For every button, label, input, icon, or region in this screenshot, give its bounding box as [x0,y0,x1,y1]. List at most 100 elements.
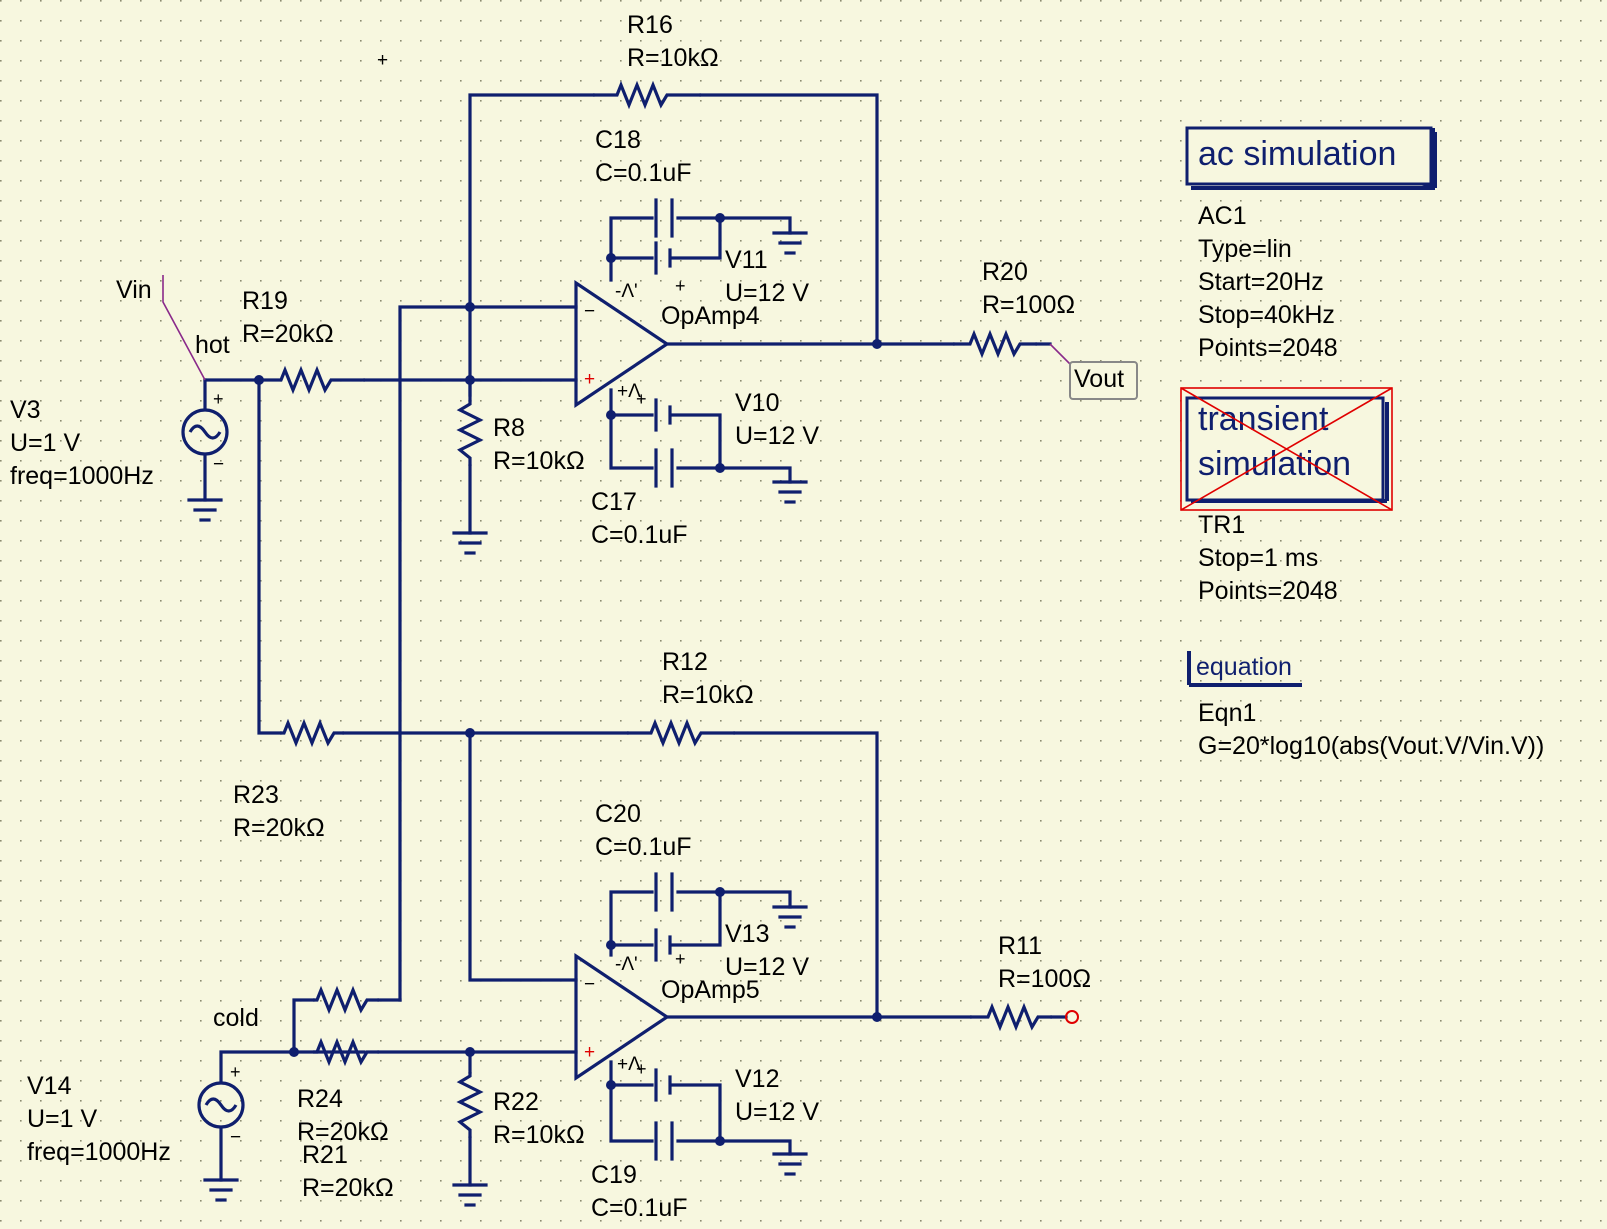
label-v3-value: U=1 V [10,429,81,457]
label-r11-value: R=100Ω [998,965,1091,993]
tr-disabled-cross-2 [1180,387,1393,511]
resistor-r19 [259,365,365,395]
wire-c20-left [609,890,654,957]
ac-sim-id: AC1 [1198,202,1247,230]
v12-plus-sign: + [636,1059,647,1079]
dc-sources [654,241,672,1102]
label-r12-name: R12 [662,648,708,676]
wire-opamp5-minus [468,731,578,982]
label-r24-name: R24 [297,1085,343,1113]
tr-disabled-frame [1180,387,1393,511]
v3-sine-icon [188,424,222,440]
wires [203,93,1068,1187]
label-c19-value: C=0.1uF [591,1194,688,1222]
vout-label-box [1069,361,1138,400]
opamp5-minus-sign: − [584,974,595,995]
ground-icon [187,498,223,522]
ground-icon [772,231,808,255]
label-c17-name: C17 [591,488,637,516]
wire-v12-right [670,1083,722,1143]
label-v3-name: V3 [10,396,41,424]
resistor-r16 [593,80,701,110]
label-v10-name: V10 [735,389,779,417]
v3-ac-source[interactable] [181,408,229,456]
net-label-cold[interactable]: cold [213,1004,259,1032]
capacitors [654,198,674,1161]
eqn-title: equation [1196,653,1292,681]
v14-sine-icon [204,1097,238,1113]
net-label-vin[interactable]: Vin [116,276,152,304]
label-r21-name: R21 [302,1141,348,1169]
ground-icon [772,480,808,504]
ground-icon [772,1152,808,1176]
ground-icon [203,1178,239,1202]
label-r12-value: R=10kΩ [662,681,754,709]
ground-icon [772,905,808,929]
label-c18-value: C=0.1uF [595,159,692,187]
resistor-r20 [953,329,1037,359]
wire-opamp4-minus [398,305,578,1002]
label-r19-name: R19 [242,287,288,315]
label-v14-freq: freq=1000Hz [27,1138,171,1166]
equation-block[interactable]: equation Eqn1 G=20*log10(abs(Vout.V/Vin.… [1187,651,1544,760]
label-v12-value: U=12 V [735,1098,819,1126]
ground-icon [452,531,488,555]
component-labels: R16 R=10kΩ C18 C=0.1uF V11 U=12 V OpAmp4… [10,11,1091,1222]
ac-sim-start: Start=20Hz [1198,268,1324,296]
junctions [254,213,882,1146]
resistor-r11 [970,1002,1052,1032]
label-r11-name: R11 [998,932,1042,960]
ac-sim-type: Type=lin [1198,235,1292,263]
net-label-hot[interactable]: hot [195,331,230,359]
ac-simulation-block[interactable]: ac simulation AC1 Type=lin Start=20Hz St… [1185,126,1437,362]
label-v12-name: V12 [735,1065,779,1093]
label-v14-name: V14 [27,1072,72,1100]
v10-plus-sign: + [636,389,647,409]
opamp4-symbol[interactable] [574,280,670,408]
vout-label-wire [1049,343,1071,365]
ac-sim-stop: Stop=40kHz [1198,301,1335,329]
vin-label-wire [162,275,206,381]
label-r23-value: R=20kΩ [233,814,325,842]
label-r20-value: R=100Ω [982,291,1075,319]
label-r22-value: R=10kΩ [493,1121,585,1149]
label-r23-name: R23 [233,781,279,809]
label-r8-name: R8 [493,414,525,442]
wire-r24-left [292,998,315,1054]
tr-sim-title-line1: transient [1198,400,1329,438]
label-c18-name: C18 [595,126,641,154]
label-c19-name: C19 [591,1161,637,1189]
label-r16-name: R16 [627,11,673,39]
cursor-crosshair-icon: + [377,50,388,71]
v3-minus-sign: − [213,454,224,475]
r11-open-port[interactable] [1065,1010,1079,1024]
opamp4-supply-minus-pin: -Λ' [615,281,638,302]
resistor-r8 [456,400,484,466]
eqn-id: Eqn1 [1198,699,1256,727]
tr-sim-id: TR1 [1198,511,1245,539]
label-r22-name: R22 [493,1088,539,1116]
v13-plus-sign: + [675,949,686,969]
net-label-vout[interactable]: Vout [1074,365,1124,393]
wire-v13-right [670,890,722,947]
label-c17-value: C=0.1uF [591,521,688,549]
label-opamp5-name: OpAmp5 [661,976,760,1004]
label-v14-value: U=1 V [27,1105,98,1133]
wire-hot-down [257,378,282,735]
resistor-r21 [313,1037,379,1067]
resistor-r24 [313,985,379,1015]
opamp5-symbol[interactable] [574,953,670,1081]
v14-minus-sign: − [230,1127,241,1148]
label-v10-value: U=12 V [735,422,819,450]
v14-ac-source[interactable] [197,1081,245,1129]
eqn-expression: G=20*log10(abs(Vout.V/Vin.V)) [1198,732,1544,760]
opamp4-minus-sign: − [584,301,595,322]
transient-simulation-block[interactable]: transient simulation TR1 Stop=1 ms Point… [1180,387,1393,605]
ac-box [1185,126,1433,186]
label-r21-value: R=20kΩ [302,1174,394,1202]
opamp5-supply-minus-pin: -Λ' [615,954,638,975]
label-r24-value: R=20kΩ [297,1118,389,1146]
resistor-r12 [627,718,735,748]
wire-v10-right [670,413,722,470]
